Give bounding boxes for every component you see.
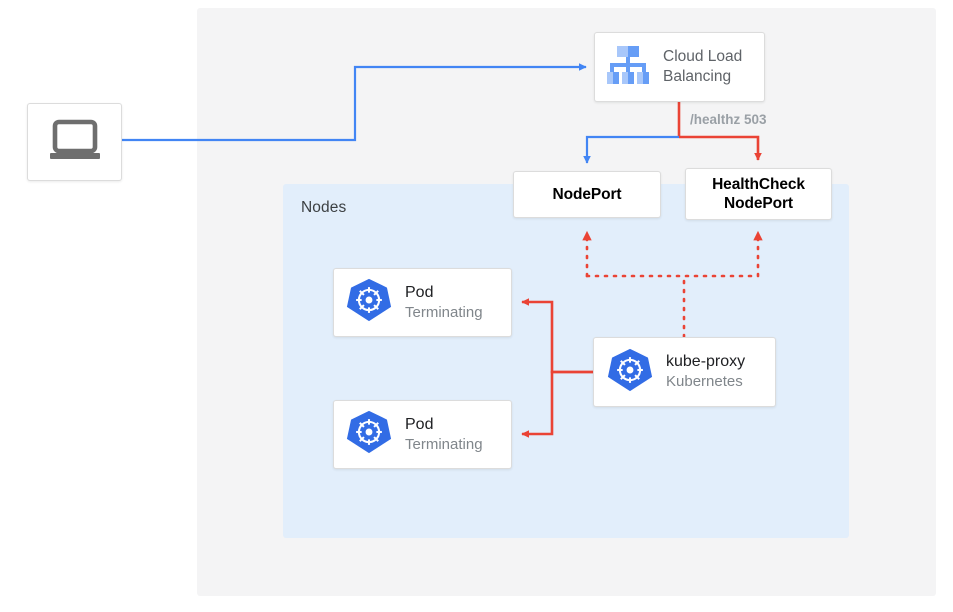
nodes-region-label: Nodes <box>301 199 347 216</box>
healthcheck-nodeport-node[interactable]: HealthCheck NodePort <box>685 168 832 220</box>
healthcheck-nodeport-label-line2: NodePort <box>724 195 793 212</box>
kube-proxy-subtitle: Kubernetes <box>666 373 743 390</box>
pod-2-text-group: Pod Terminating <box>405 415 483 455</box>
healthz-annotation: /healthz 503 <box>690 112 767 127</box>
cloud-load-balancing-label-line2: Balancing <box>663 68 732 85</box>
cloud-load-balancing-node[interactable]: Cloud Load Balancing <box>594 32 765 102</box>
nodeport-node[interactable]: NodePort <box>513 171 661 218</box>
healthcheck-nodeport-label-group: HealthCheck NodePort <box>712 175 805 213</box>
cloud-load-balancing-label-line1: Cloud Load <box>663 48 743 65</box>
kubernetes-icon <box>346 277 392 328</box>
kube-proxy-text-group: kube-proxy Kubernetes <box>666 352 745 392</box>
pod-2-title: Pod <box>405 415 434 433</box>
kube-proxy-title: kube-proxy <box>666 353 746 370</box>
healthcheck-nodeport-label-line1: HealthCheck <box>712 176 805 193</box>
laptop-icon <box>48 119 102 166</box>
client-node[interactable] <box>27 103 122 181</box>
kube-proxy-node[interactable]: kube-proxy Kubernetes <box>593 337 776 407</box>
pod-node-1[interactable]: Pod Terminating <box>333 268 512 337</box>
cloud-load-balancing-icon <box>605 44 651 91</box>
nodeport-label: NodePort <box>552 186 622 203</box>
pod-1-status: Terminating <box>405 303 483 321</box>
pod-node-2[interactable]: Pod Terminating <box>333 400 512 469</box>
pod-1-text-group: Pod Terminating <box>405 283 483 323</box>
pod-2-status: Terminating <box>405 435 483 453</box>
pod-1-title: Pod <box>405 283 434 301</box>
kubernetes-icon <box>607 347 653 398</box>
kubernetes-icon <box>346 409 392 460</box>
cloud-load-balancing-label-group: Cloud Load Balancing <box>663 47 742 87</box>
